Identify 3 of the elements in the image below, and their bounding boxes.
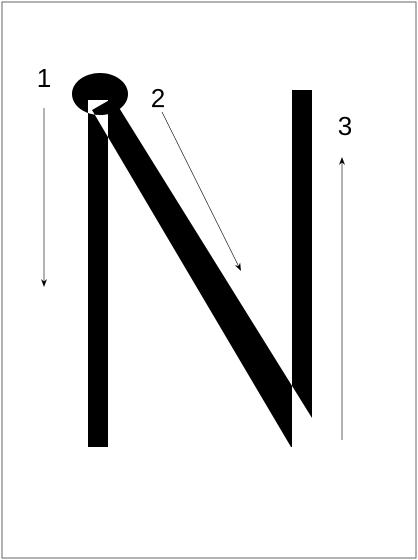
stroke-number: 2 — [152, 88, 164, 108]
stroke-number: 1 — [38, 69, 50, 87]
stroke-number: 3 — [338, 116, 352, 136]
